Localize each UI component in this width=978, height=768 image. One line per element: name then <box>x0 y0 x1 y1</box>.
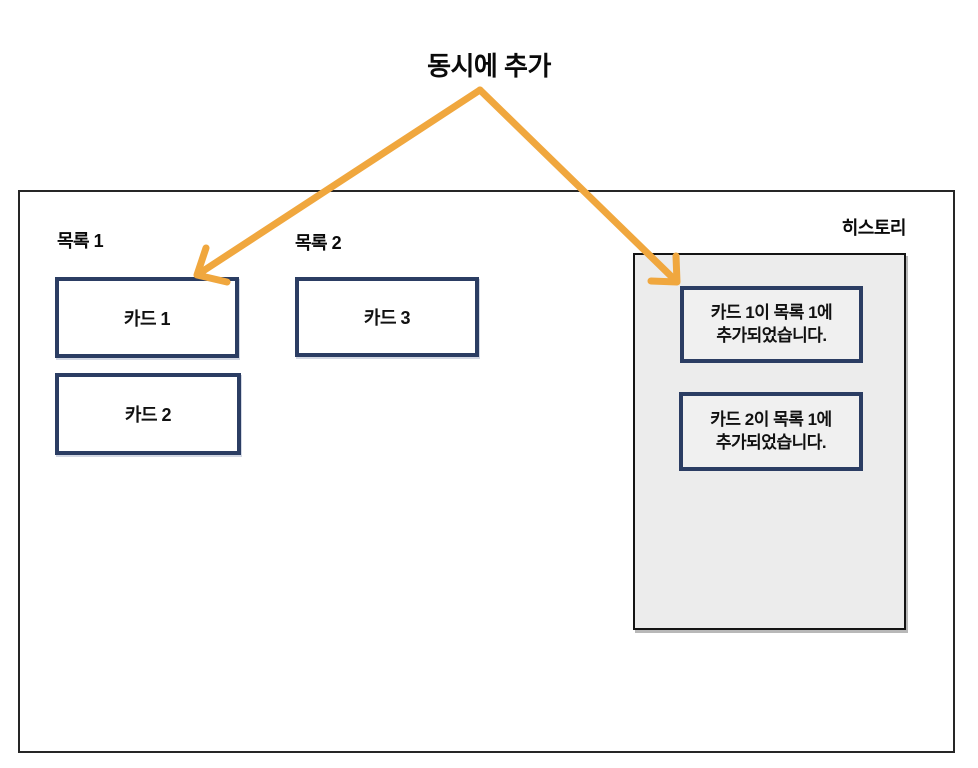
card-3: 카드 3 <box>295 277 479 357</box>
history-entry-2-line-2: 추가되었습니다. <box>715 432 827 452</box>
history-entry-1: 카드 1이 목록 1에 추가되었습니다. <box>680 286 863 363</box>
history-entry-1-line-2: 추가되었습니다. <box>716 325 827 345</box>
card-2: 카드 2 <box>55 373 241 455</box>
history-entry-1-line-1: 카드 1이 목록 1에 <box>710 302 833 322</box>
diagram-title: 동시에 추가 <box>427 51 551 81</box>
list-2-label: 목록 2 <box>295 233 342 253</box>
history-entry-2-line-1: 카드 2이 목록 1에 <box>710 409 832 429</box>
list-1-label: 목록 1 <box>57 231 104 251</box>
history-entry-2: 카드 2이 목록 1에 추가되었습니다. <box>679 392 863 471</box>
history-label: 히스토리 <box>841 218 907 238</box>
card-1: 카드 1 <box>55 277 239 358</box>
